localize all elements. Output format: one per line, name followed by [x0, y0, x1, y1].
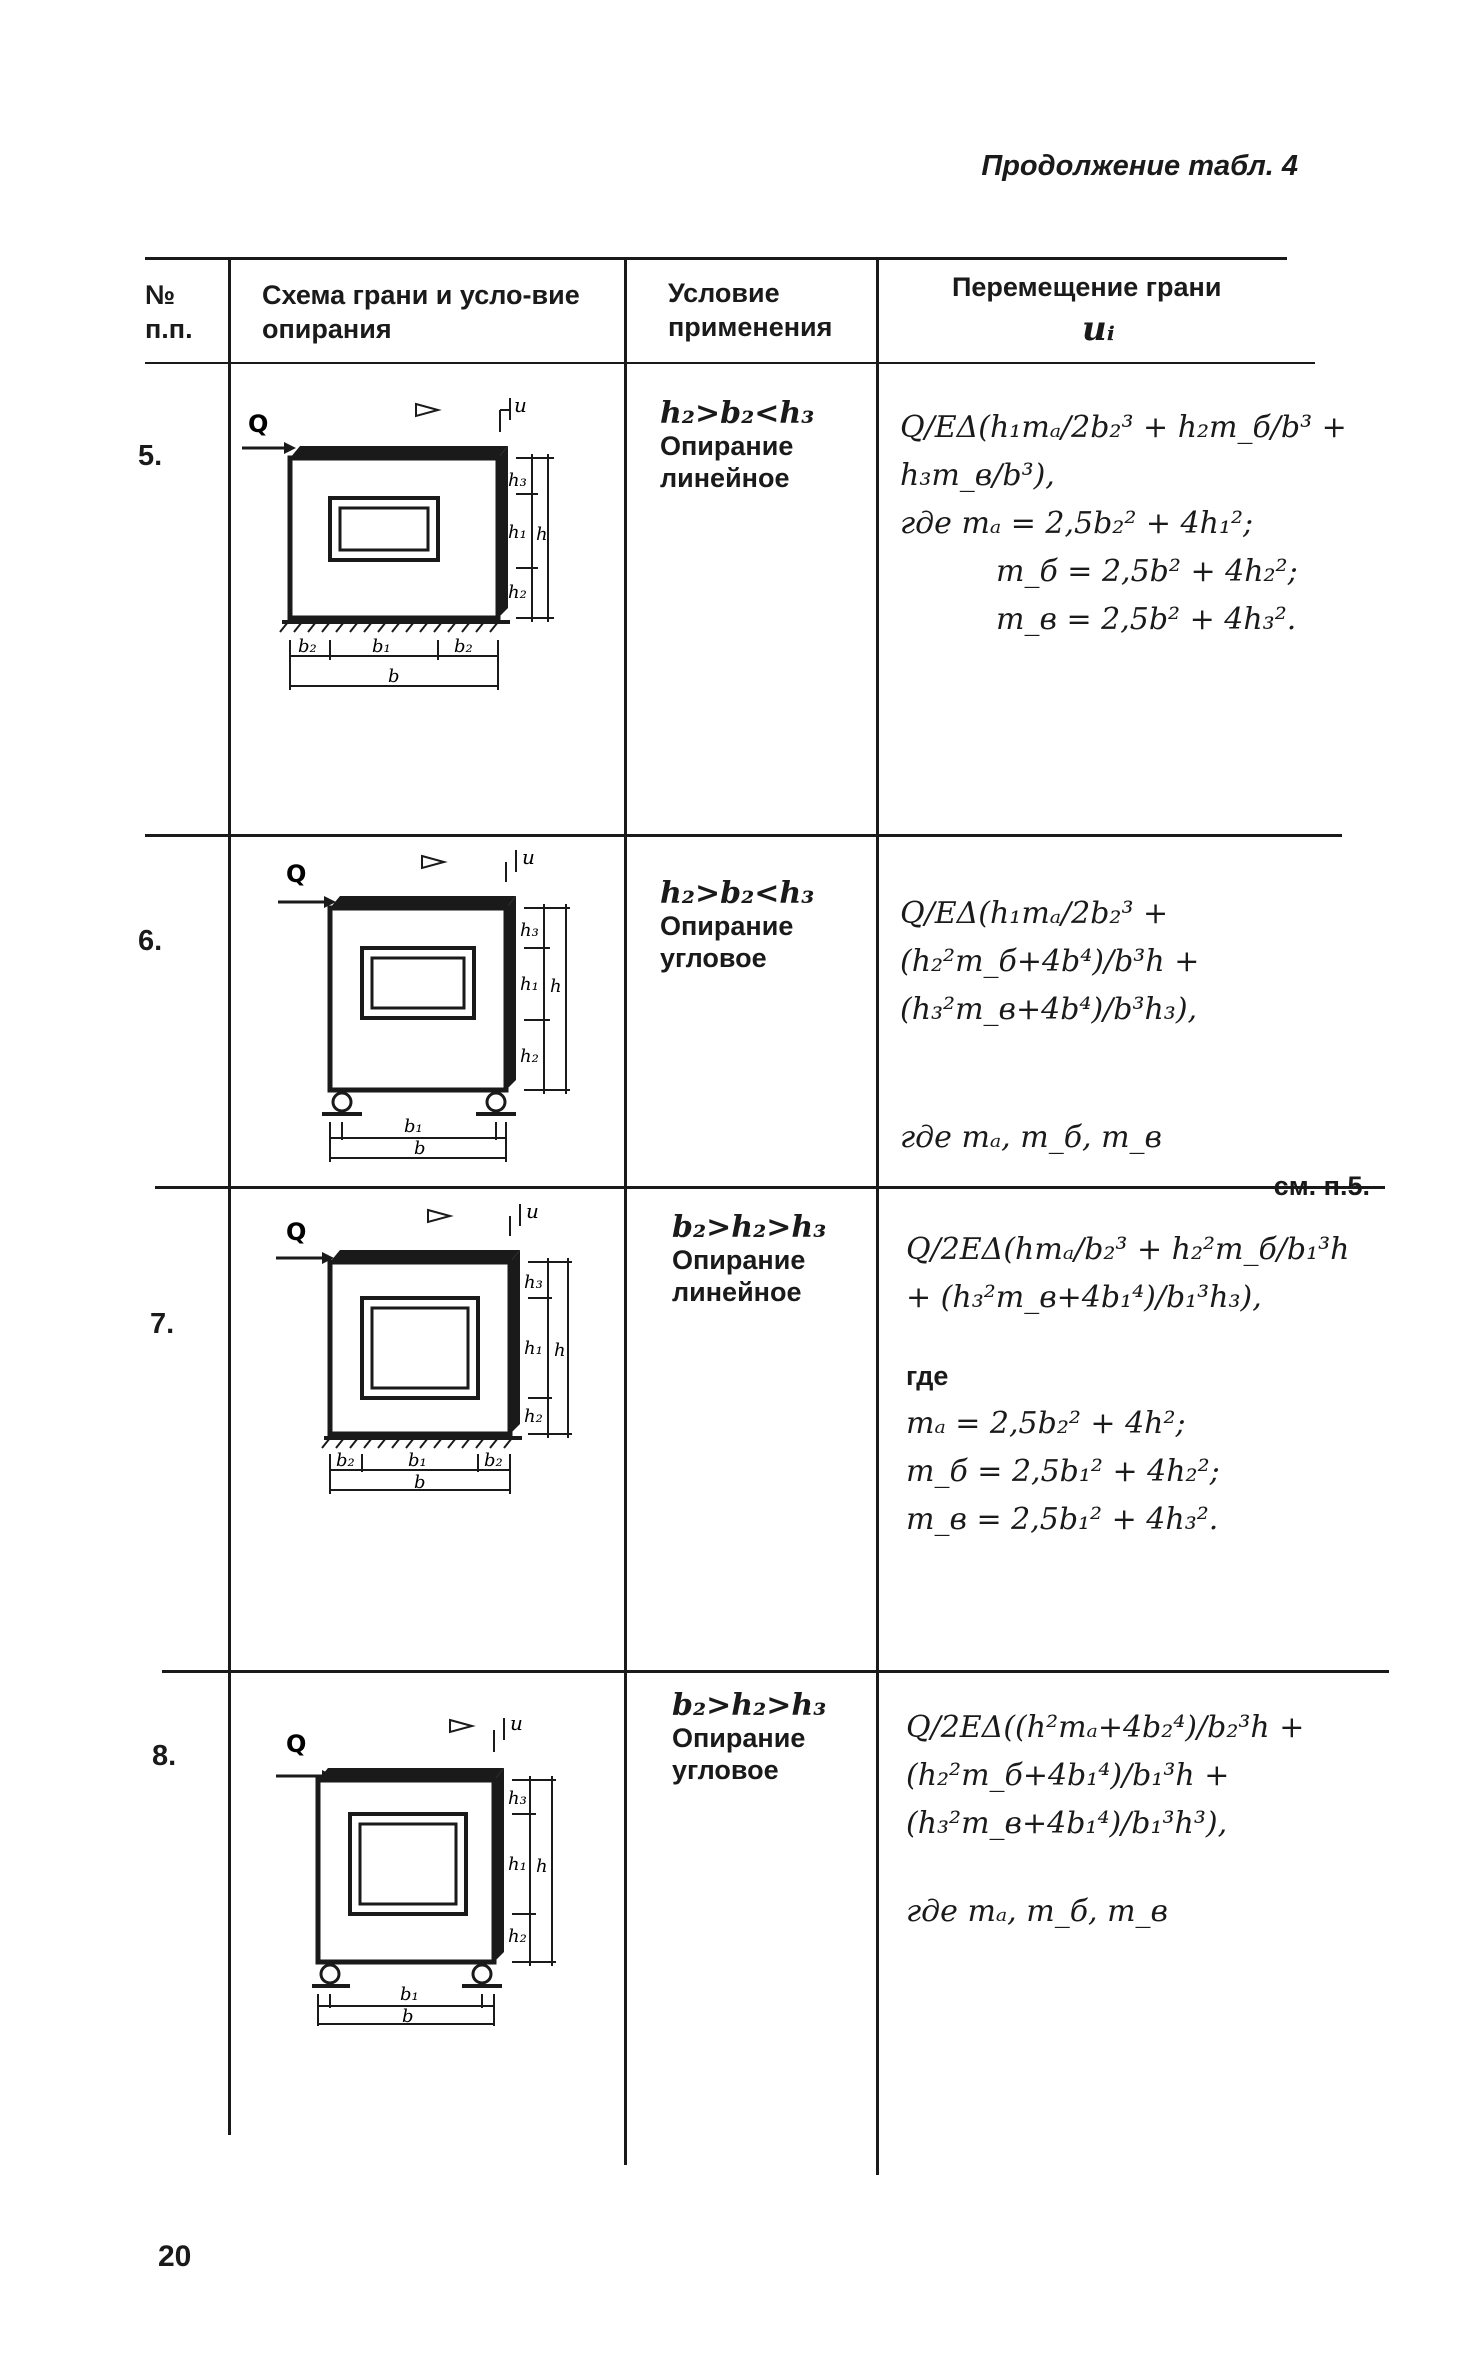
formula-main: Q/2EΔ(hmₐ/b₂³ + h₂²m_б/b₁³h + (h₃²m_в+4b… [906, 1232, 1350, 1315]
scheme-linear-support: Q u h₃ h₁ h h₂ b₂ b₁ b₂ b [276, 1200, 572, 1494]
h2-label: h₂ [524, 1406, 543, 1427]
header-bottom-rule [145, 362, 1315, 364]
h-label: h [550, 976, 562, 997]
h1-label: h₁ [520, 974, 539, 995]
b-label: b [388, 666, 400, 687]
displacement-formula: Q/EΔ(h₁mₐ/2b₂³ + h₂m_б/b³ + h₃m_в/b³), г… [900, 404, 1370, 644]
header-condition: Условие применения [668, 278, 833, 342]
b1-label: b₁ [372, 636, 391, 657]
condition-cell: h₂>b₂<h₃ Опирание угловое [660, 878, 880, 974]
b2-label: b₂ [298, 636, 317, 657]
formula-where-line: m_в = 2,5b² + 4h₃². [996, 602, 1297, 637]
h-label: h [536, 1856, 548, 1877]
condition-inequality: h₂>b₂<h₃ [660, 396, 815, 431]
displacement-label: u [514, 393, 527, 417]
h2-label: h₂ [508, 1926, 527, 1947]
table-top-rule [145, 257, 1287, 260]
condition-inequality: b₂>h₂>h₃ [672, 1688, 827, 1723]
support-type: Опирание линейное [672, 1245, 806, 1307]
displacement-label: u [522, 845, 535, 869]
condition-cell: b₂>h₂>h₃ Опирание линейное [672, 1212, 892, 1308]
support-type: Опирание линейное [660, 431, 794, 493]
load-label: Q [248, 410, 268, 438]
row-divider-5-6 [145, 834, 1342, 837]
row-divider-6-7 [155, 1186, 1385, 1189]
formula-where-line: где [906, 1361, 949, 1391]
scheme-corner-support: Q u h₃ h₁ h h₂ b₁ b [278, 845, 570, 1162]
displacement-label: u [526, 1200, 539, 1223]
row-number: 7. [150, 1308, 175, 1340]
h1-label: h₁ [524, 1338, 543, 1359]
formula-where-line: где mₐ, m_б, m_в [900, 1120, 1162, 1155]
table-continuation-caption: Продолжение табл. 4 [981, 150, 1298, 182]
condition-inequality: b₂>h₂>h₃ [672, 1210, 827, 1245]
load-label: Q [286, 1218, 306, 1246]
h-label: h [536, 524, 548, 545]
condition-inequality: h₂>b₂<h₃ [660, 876, 815, 911]
displacement-label: u [510, 1711, 523, 1735]
condition-cell: b₂>h₂>h₃ Опирание угловое [672, 1690, 892, 1786]
row-number: 8. [152, 1740, 177, 1772]
displacement-formula: Q/2EΔ((h²mₐ+4b₂⁴)/b₂³h + (h₂²m_б+4b₁⁴)/b… [906, 1704, 1376, 1936]
b1-label: b₁ [408, 1450, 427, 1471]
h2-label: h₂ [520, 1046, 539, 1067]
row-number: 6. [138, 925, 163, 957]
h3-label: h₃ [524, 1272, 543, 1293]
b2-label-right: b₂ [454, 636, 473, 657]
formula-main: Q/EΔ(h₁mₐ/2b₂³ + h₂m_б/b³ + h₃m_в/b³), [900, 410, 1347, 493]
h-label: h [554, 1340, 566, 1361]
formula-main: Q/EΔ(h₁mₐ/2b₂³ + (h₂²m_б+4b⁴)/b³h + (h₃²… [900, 896, 1200, 1027]
column-divider-3 [876, 258, 879, 2175]
formula-where-line: m_б = 2,5b₁² + 4h₂²; [906, 1454, 1220, 1489]
formula-where-line: mₐ = 2,5b₂² + 4h²; [906, 1406, 1186, 1441]
column-divider-1 [228, 258, 231, 2135]
b-label: b [414, 1472, 426, 1493]
formula-where-line: где mₐ, m_б, m_в [906, 1894, 1168, 1929]
b1-label: b₁ [400, 1984, 419, 2005]
formula-where-line: m_б = 2,5b² + 4h₂²; [996, 554, 1298, 589]
header-number: № п.п. [145, 280, 193, 344]
formula-where-line: m_в = 2,5b₁² + 4h₃². [906, 1502, 1219, 1537]
h3-label: h₃ [520, 920, 539, 941]
load-label: Q [286, 1730, 306, 1758]
displacement-formula: Q/2EΔ(hmₐ/b₂³ + h₂²m_б/b₁³h + (h₃²m_в+4b… [906, 1226, 1376, 1544]
header-displacement-symbol: uᵢ [1082, 309, 1115, 349]
scheme-corner-support: Q u h₃ h₁ h h₂ b₁ b [276, 1711, 556, 2027]
b-label: b [402, 2006, 414, 2027]
b2-label: b₂ [336, 1450, 355, 1471]
row-number: 5. [138, 440, 163, 472]
condition-cell: h₂>b₂<h₃ Опирание линейное [660, 398, 880, 494]
row-divider-7-8 [162, 1670, 1389, 1673]
h1-label: h₁ [508, 522, 527, 543]
support-type: Опирание угловое [660, 911, 794, 973]
formula-reference: — см. п.5. [1239, 1171, 1370, 1201]
h1-label: h₁ [508, 1854, 527, 1875]
column-divider-2 [624, 258, 627, 2165]
formula-main: Q/2EΔ((h²mₐ+4b₂⁴)/b₂³h + (h₂²m_б+4b₁⁴)/b… [906, 1710, 1305, 1841]
displacement-formula: Q/EΔ(h₁mₐ/2b₂³ + (h₂²m_б+4b⁴)/b³h + (h₃²… [900, 890, 1370, 1210]
b1-label: b₁ [404, 1116, 423, 1137]
b2-label-right: b₂ [484, 1450, 503, 1471]
h3-label: h₃ [508, 1788, 527, 1809]
b-label: b [414, 1138, 426, 1159]
support-type: Опирание угловое [672, 1723, 806, 1785]
header-scheme: Схема грани и усло-вие опирания [262, 280, 580, 344]
scheme-linear-support: Q u h₃ h₁ h h₂ b₂ b₁ b₂ b [242, 393, 554, 690]
h3-label: h₃ [508, 470, 527, 491]
header-displacement: Перемещение грани [952, 272, 1222, 302]
formula-where-line: где mₐ = 2,5b₂² + 4h₁²; [900, 506, 1254, 541]
h2-label: h₂ [508, 582, 527, 603]
load-label: Q [286, 860, 306, 888]
page-number: 20 [158, 2240, 192, 2273]
